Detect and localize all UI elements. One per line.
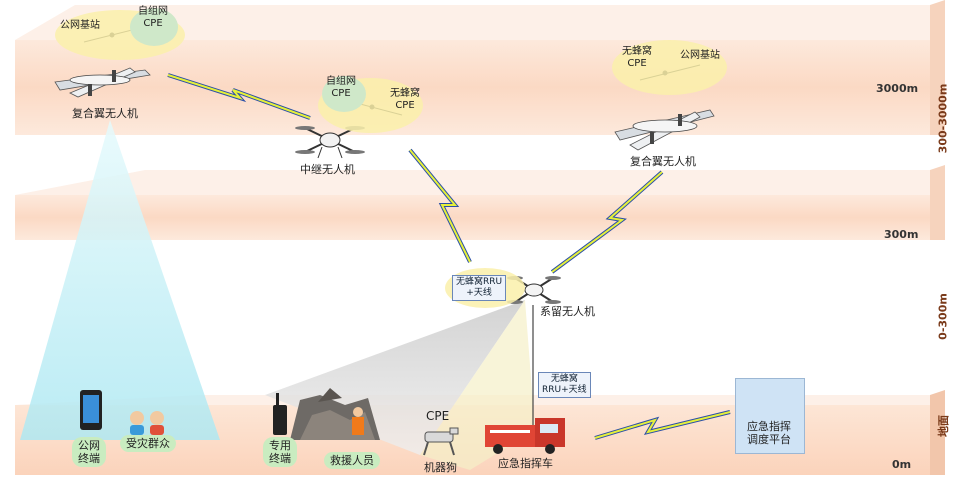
command-vehicle-label: 应急指挥车	[498, 457, 553, 470]
honeycomb-cpe-relay-label: 无蜂窝 CPE	[390, 88, 420, 111]
altitude-300m: 300m	[884, 228, 919, 241]
rescuers-label: 救援人员	[324, 452, 380, 470]
radio-icon	[273, 393, 287, 435]
cpe-circle	[322, 76, 366, 112]
wireless-link-2	[408, 148, 472, 263]
phone-icon	[80, 390, 102, 430]
range-low: 0-300m	[936, 293, 950, 340]
altitude-0m: 0m	[892, 458, 912, 471]
bubble-right	[612, 40, 727, 95]
rescuer-icon	[352, 407, 364, 435]
altitude-3000m: 3000m	[876, 82, 919, 95]
ad-hoc-cpe-relay-label: 自组网 CPE	[326, 76, 356, 99]
hybrid-uav-right-label: 复合翼无人机	[630, 155, 696, 168]
wireless-link-1	[167, 73, 311, 120]
hybrid-uav-left-label: 复合翼无人机	[72, 107, 138, 120]
honeycomb-cpe-right-label: 无蜂窝 CPE	[622, 46, 652, 69]
robot-dog-label: 机器狗	[424, 461, 457, 474]
wireless-link-4	[594, 410, 731, 440]
ad-hoc-cpe-label: 自组网 CPE	[138, 6, 168, 29]
public-base-station-label: 公网基站	[60, 20, 100, 31]
tethered-uav-label: 系留无人机	[540, 305, 595, 318]
robot-dog-cpe-label: CPE	[426, 409, 450, 423]
wireless-link-3	[550, 170, 664, 274]
command-platform-label: 应急指挥 调度平台	[747, 420, 791, 447]
victims-label: 受灾群众	[120, 435, 176, 453]
vehicle-rru-tag: 无蜂窝 RRU+天线	[538, 372, 591, 398]
relay-uav-icon	[295, 126, 365, 159]
robot-dog-icon	[423, 427, 459, 456]
public-terminal-label: 公网 终端	[72, 437, 106, 468]
range-ground: 地面	[937, 415, 950, 437]
public-base-station-right-label: 公网基站	[680, 50, 720, 61]
tethered-rru-tag: 无蜂窝RRU +天线	[452, 275, 507, 301]
dedicated-terminal-label: 专用 终端	[263, 437, 297, 468]
victims-icon	[130, 411, 164, 435]
command-platform-panel	[735, 378, 805, 454]
hybrid-uav-right-icon	[614, 109, 715, 151]
cpe-circle	[130, 8, 178, 46]
command-vehicle-icon	[485, 418, 565, 454]
range-high: 300-3000m	[936, 83, 950, 154]
hybrid-uav-left-icon	[54, 67, 151, 98]
coverage-cone	[20, 120, 220, 440]
layer-top	[15, 0, 945, 135]
layer-300m	[15, 165, 945, 240]
relay-uav-label: 中继无人机	[300, 163, 355, 176]
